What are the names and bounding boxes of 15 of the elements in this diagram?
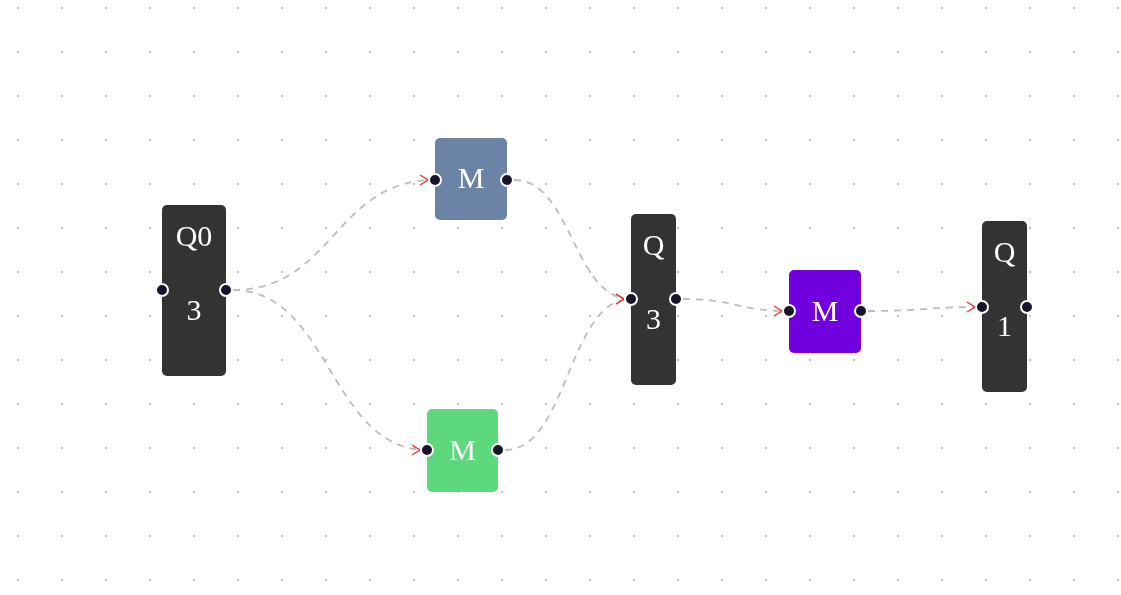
- queue-block: [982, 221, 1027, 392]
- block-count: 3: [645, 302, 662, 336]
- block-label: M: [810, 294, 840, 328]
- process-block: [789, 270, 861, 353]
- block-label: Q0: [174, 219, 214, 253]
- block-label: Q: [641, 228, 666, 262]
- block-label: M: [456, 161, 486, 195]
- process-block: [427, 409, 498, 492]
- process-block: [435, 138, 507, 220]
- block-count: 3: [185, 293, 203, 327]
- queue-block: [162, 205, 226, 376]
- block-label: Q: [992, 235, 1017, 269]
- block-label: M: [448, 433, 477, 467]
- block-count: 1: [996, 309, 1013, 343]
- queue-block: [631, 214, 676, 385]
